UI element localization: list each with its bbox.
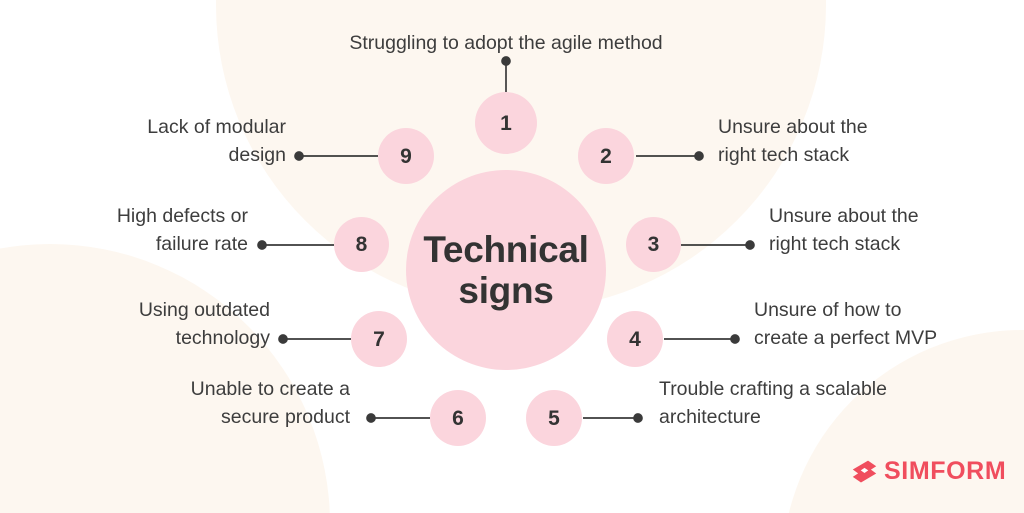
connector-dot-2 — [694, 151, 704, 161]
node-circle-8[interactable]: 8 — [334, 217, 389, 272]
label-9: Lack of modular design — [40, 113, 286, 170]
label-4: Unsure of how to create a perfect MVP — [754, 296, 1019, 353]
label-5: Trouble crafting a scalable architecture — [659, 375, 989, 432]
label-9-line-2: design — [228, 144, 286, 167]
label-1: Struggling to adopt the agile method — [256, 29, 756, 57]
connector-dot-8 — [257, 240, 267, 250]
label-6-line-1: Unable to create a — [190, 378, 350, 400]
label-8-line-2: failure rate — [155, 233, 248, 256]
label-9-line-1: Lack of modular — [147, 116, 286, 138]
center-title-line-1: Technical — [423, 228, 589, 270]
label-6: Unable to create a secure product — [58, 375, 350, 432]
node-number-3: 3 — [647, 233, 660, 256]
node-circle-5[interactable]: 5 — [526, 390, 582, 446]
node-circle-7[interactable]: 7 — [351, 311, 407, 367]
simform-logo-icon — [852, 460, 877, 483]
simform-logo-text: SIMFORM — [884, 457, 1007, 485]
label-4-line-1: Unsure of how to — [754, 299, 902, 321]
connector-dot-7 — [278, 334, 288, 344]
label-6-line-2: secure product — [221, 406, 350, 429]
connector-dot-3 — [745, 240, 755, 250]
connector-dot-1 — [501, 56, 511, 66]
label-2-line-1: Unsure about the — [718, 116, 868, 138]
center-title-line-2: signs — [458, 270, 554, 311]
node-circle-1[interactable]: 1 — [475, 92, 537, 154]
label-3-line-2: right tech stack — [769, 233, 901, 256]
label-4-line-2: create a perfect MVP — [754, 327, 938, 350]
label-7-line-2: technology — [175, 327, 270, 350]
label-5-line-2: architecture — [659, 406, 761, 429]
node-number-1: 1 — [500, 111, 512, 135]
node-number-7: 7 — [373, 327, 385, 351]
connector-dot-4 — [730, 334, 740, 344]
label-5-line-1: Trouble crafting a scalable — [659, 378, 887, 400]
node-circle-3[interactable]: 3 — [626, 217, 681, 272]
label-7-line-1: Using outdated — [138, 299, 270, 321]
node-circle-4[interactable]: 4 — [607, 311, 663, 367]
label-1-line-1: Struggling to adopt the agile method — [349, 32, 663, 54]
node-number-4: 4 — [629, 327, 641, 351]
node-number-9: 9 — [400, 144, 412, 168]
label-7: Using outdated technology — [30, 296, 270, 353]
node-circle-6[interactable]: 6 — [430, 390, 486, 446]
node-circle-9[interactable]: 9 — [378, 128, 434, 184]
label-2: Unsure about the right tech stack — [718, 113, 1008, 170]
node-number-6: 6 — [452, 406, 464, 430]
label-2-line-2: right tech stack — [718, 144, 850, 167]
node-number-8: 8 — [355, 233, 368, 256]
node-number-2: 2 — [600, 144, 612, 168]
label-8: High defects or failure rate — [10, 202, 248, 259]
node-circle-2[interactable]: 2 — [578, 128, 634, 184]
node-number-5: 5 — [548, 406, 560, 430]
center-hub-title: Technical signs — [423, 228, 589, 312]
connector-dot-5 — [633, 413, 643, 423]
center-hub: Technical signs — [406, 170, 606, 370]
label-8-line-1: High defects or — [116, 205, 248, 227]
simform-logo[interactable]: SIMFORM — [852, 459, 1006, 484]
connector-dot-9 — [294, 151, 304, 161]
label-3-line-1: Unsure about the — [769, 205, 919, 227]
connector-dot-6 — [366, 413, 376, 423]
label-3: Unsure about the right tech stack — [769, 202, 1019, 259]
